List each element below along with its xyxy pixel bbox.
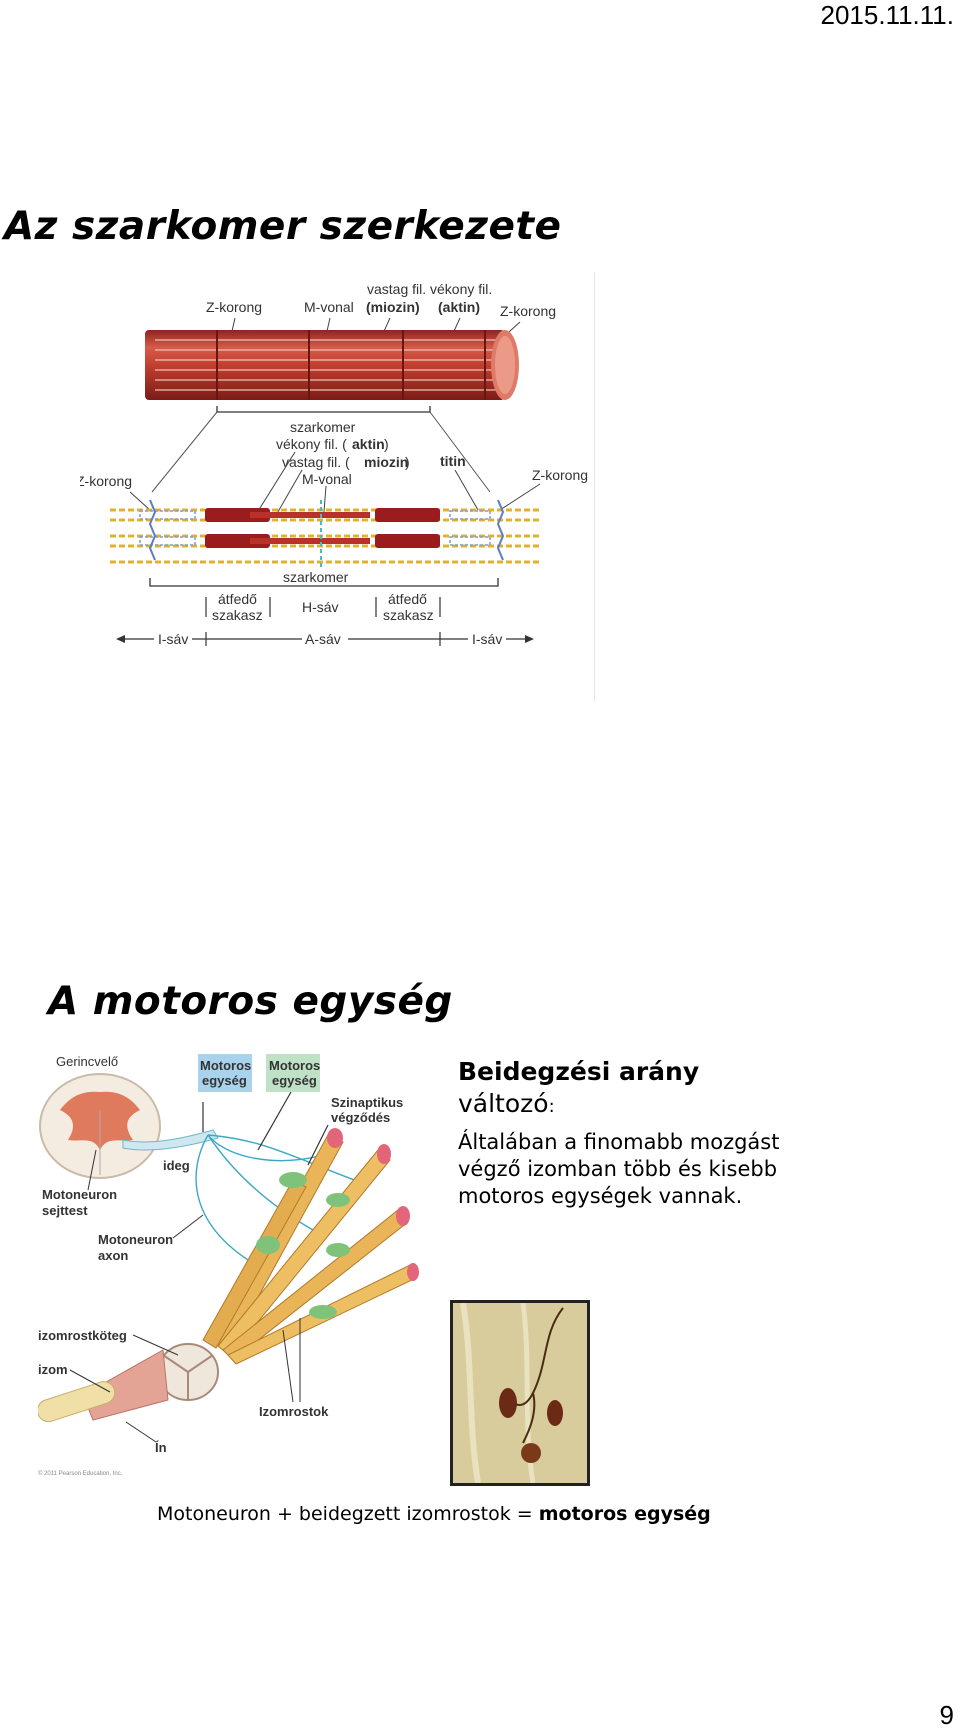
label-izom: izom — [38, 1362, 68, 1377]
page-number: 9 — [939, 1700, 954, 1730]
label-gerincvelo: Gerincvelő — [56, 1054, 118, 1069]
label-m-vonal-top: M-vonal — [304, 299, 354, 315]
label-paren-close-2: ) — [405, 454, 410, 470]
label-izomrostok: Izomrostok — [259, 1404, 329, 1419]
label-vastag-fil-mid: vastag fil. ( — [282, 454, 350, 470]
label-m-vonal-mid: M-vonal — [302, 471, 352, 487]
label-ideg: ideg — [163, 1158, 190, 1173]
filament-row-2 — [110, 534, 540, 548]
slide-title-motor-unit: A motoros egység — [48, 979, 453, 1024]
motor-unit-caption: Motoneuron + beidegzett izomrostok = mot… — [157, 1503, 711, 1525]
micrograph-photo — [450, 1300, 590, 1486]
label-vekony-fil-mid: vékony fil. ( — [276, 436, 347, 452]
label-z-korong-left: Z-korong — [80, 473, 132, 489]
label-szinaptikus: Szinaptikus — [331, 1095, 403, 1110]
filament-row-1 — [110, 508, 540, 522]
copyright-text: © 2011 Pearson Education, Inc. — [38, 1470, 123, 1477]
label-z-korong-right: Z-korong — [532, 467, 588, 483]
label-in: Ín — [155, 1440, 167, 1455]
label-titin: titin — [440, 453, 466, 469]
label-i-sav-left: I-sáv — [158, 631, 188, 647]
label-a-sav: A-sáv — [305, 631, 341, 647]
label-szakasz-right: szakasz — [383, 607, 434, 623]
label-motoneuron-1: Motoneuron — [42, 1187, 117, 1202]
label-atfedo-left: átfedő — [218, 591, 257, 607]
label-izomrostkoteg: izomrostköteg — [38, 1328, 127, 1343]
label-aktin-mid: aktin — [352, 436, 385, 452]
date-header: 2015.11.11. — [820, 0, 955, 30]
label-szarkomer-bottom: szarkomer — [283, 569, 349, 585]
sarcomere-diagram: Z-korong M-vonal vastag fil. vékony fil.… — [80, 272, 595, 702]
label-szakasz-left: szakasz — [212, 607, 263, 623]
side-title-bold: Beidegzési arány — [458, 1057, 700, 1086]
label-motoros-2: Motoros — [269, 1058, 320, 1073]
label-aktin-top: (aktin) — [438, 299, 480, 315]
slide-title-sarcomere: Az szarkomer szerkezete — [4, 204, 562, 249]
caption-bold: motoros egység — [538, 1503, 711, 1525]
side-title-colon: : — [548, 1096, 555, 1117]
label-paren-close-1: ) — [384, 436, 389, 452]
label-sejttest: sejttest — [42, 1203, 88, 1218]
side-title-rest: változó — [458, 1089, 549, 1118]
side-body: Általában a finomabb mozgást végző izomb… — [458, 1130, 780, 1208]
label-motoros-1: Motoros — [200, 1058, 251, 1073]
motor-unit-diagram: Gerincvelő Motoros egység Motoros egység… — [38, 1054, 419, 1477]
label-z-korong-top-left: Z-korong — [206, 299, 262, 315]
label-i-sav-right: I-sáv — [472, 631, 502, 647]
label-h-sav: H-sáv — [302, 599, 339, 615]
label-szarkomer-top: szarkomer — [290, 419, 356, 435]
label-miozin-mid: miozin — [364, 454, 408, 470]
label-vegzodes: végződés — [331, 1110, 390, 1125]
label-motoneuron-2: Motoneuron — [98, 1232, 173, 1247]
caption-plain: Motoneuron + beidegzett izomrostok = — [157, 1503, 539, 1525]
label-vekony-fil-top: vékony fil. — [430, 281, 492, 297]
label-egyseg-1: egység — [202, 1073, 247, 1088]
label-vastag-fil-top: vastag fil. — [367, 281, 426, 297]
label-egyseg-2: egység — [272, 1073, 317, 1088]
label-miozin-top: (miozin) — [366, 299, 420, 315]
label-z-korong-top-right: Z-korong — [500, 303, 556, 319]
innervation-ratio-text: Beidegzési arány változó: Általában a fi… — [458, 1056, 788, 1210]
label-atfedo-right: átfedő — [388, 591, 427, 607]
label-axon: axon — [98, 1248, 128, 1263]
